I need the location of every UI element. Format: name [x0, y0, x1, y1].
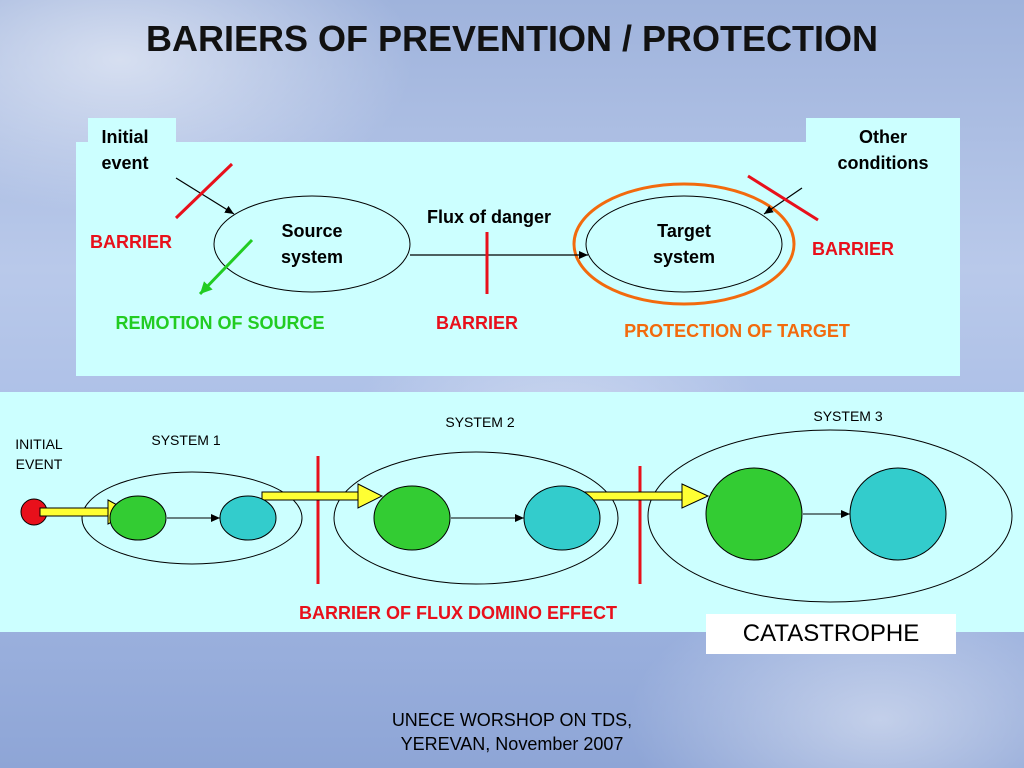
barrier-right-line	[747, 174, 819, 222]
footer-line1: UNECE WORSHOP ON TDS,	[391, 710, 633, 730]
system3-ellipse	[647, 429, 1013, 603]
barrier-right-label: BARRIER	[812, 239, 895, 259]
system3-label: SYSTEM 3	[813, 408, 883, 424]
initial-event-label: Initial event	[101, 127, 149, 173]
system2-target-circle	[523, 485, 601, 551]
protection-of-target-label: PROTECTION OF TARGET	[624, 321, 850, 341]
footer-line2: YEREVAN, November 2007	[400, 734, 624, 754]
footer: UNECE WORSHOP ON TDS, YEREVAN, November …	[350, 708, 674, 756]
remotion-arrow	[198, 238, 254, 296]
catastrophe-box: CATASTROPHE	[706, 614, 956, 654]
page-title: BARIERS OF PREVENTION / PROTECTION	[145, 18, 879, 59]
system2-source-circle	[373, 485, 451, 551]
source-system-label: Source system	[280, 221, 344, 267]
system1-target-circle	[219, 495, 277, 541]
system2-label: SYSTEM 2	[445, 414, 515, 430]
yellow-arrow-2	[261, 483, 384, 509]
barrier-left-line	[174, 162, 234, 220]
system3-target-circle	[849, 467, 947, 561]
top-panel-left-tab	[88, 118, 176, 148]
remotion-of-source-label: REMOTION OF SOURCE	[115, 313, 325, 333]
top-panel-right-tab	[806, 118, 960, 148]
barrier-left-label: BARRIER	[90, 232, 173, 252]
system2-ellipse	[333, 451, 619, 585]
protection-ring	[572, 182, 796, 306]
other-conditions-label: Other conditions	[837, 127, 929, 173]
system1-source-circle	[109, 495, 167, 541]
source-system-ellipse	[213, 195, 411, 293]
system1-label: SYSTEM 1	[151, 432, 221, 448]
initial-event-bottom-label: INITIAL EVENT	[15, 436, 63, 472]
barrier-middle-label: BARRIER	[435, 313, 518, 333]
system1-ellipse	[81, 471, 303, 565]
target-system-ellipse	[585, 195, 783, 293]
flux-of-danger-label: Flux of danger	[426, 207, 551, 227]
barrier-domino-label: BARRIER OF FLUX DOMINO EFFECT	[299, 603, 617, 623]
other-conditions-arrow	[763, 187, 803, 215]
system3-source-circle	[705, 467, 803, 561]
initial-event-arrow	[175, 177, 235, 215]
target-system-label: Target system	[652, 221, 716, 267]
